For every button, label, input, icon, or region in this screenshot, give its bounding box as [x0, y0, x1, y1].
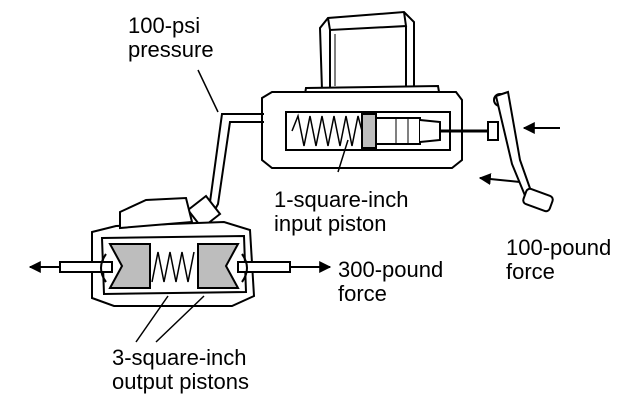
pedal-force-label: 100-pound force	[506, 236, 611, 284]
leader-lines	[135, 69, 349, 343]
pressure-label-line2: pressure	[128, 37, 214, 62]
master-cylinder	[261, 10, 499, 169]
output-force-label-line2: force	[338, 281, 387, 306]
input-piston-label-line2: input piston	[274, 211, 387, 236]
input-piston	[361, 113, 377, 149]
pedal-force-label-line1: 100-pound	[506, 235, 612, 260]
return-spring	[291, 113, 363, 147]
left-output-piston	[108, 243, 151, 289]
input-piston-label-line1: 1-square-inch	[274, 187, 409, 212]
output-force-label-line1: 300-pound	[338, 257, 444, 282]
fluid-reservoir	[318, 10, 415, 92]
output-pistons-label-line2: output pistons	[112, 369, 249, 394]
output-pistons-label-line1: 3-square-inch	[112, 345, 247, 370]
brake-line	[186, 113, 264, 230]
right-output-piston	[197, 243, 240, 289]
output-pistons-label: 3-square-inch output pistons	[112, 346, 249, 394]
pressure-label-line1: 100-psi	[128, 13, 201, 38]
pressure-label: 100-psi pressure	[128, 14, 214, 62]
output-force-label: 300-pound force	[338, 258, 443, 306]
force-arrows	[28, 122, 560, 273]
center-spring	[151, 251, 195, 283]
pedal-return-arrow	[478, 173, 521, 186]
brake-pedal	[493, 90, 554, 213]
pedal-force-label-line2: force	[506, 259, 555, 284]
wheel-cylinder	[59, 196, 291, 307]
input-piston-label: 1-square-inch input piston	[274, 188, 409, 236]
